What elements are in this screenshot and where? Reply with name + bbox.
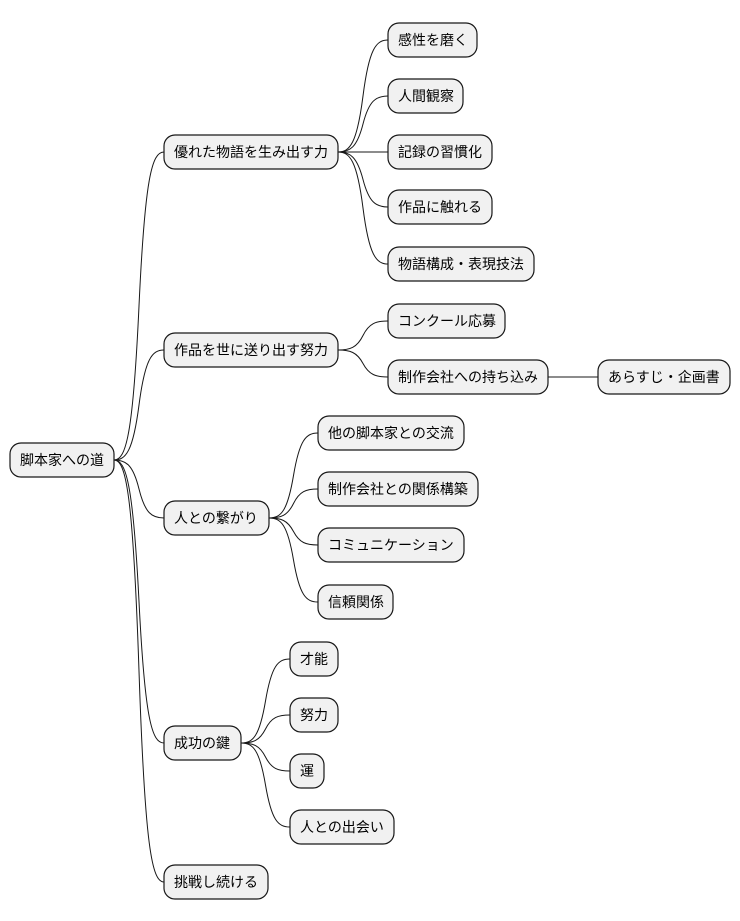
connector-leaf-luck bbox=[240, 742, 291, 772]
svg-text:物語構成・表現技法: 物語構成・表現技法 bbox=[398, 257, 524, 273]
node-leaf-communication: コミュニケーション bbox=[317, 527, 465, 563]
svg-text:人との繋がり: 人との繋がり bbox=[174, 511, 258, 527]
node-branch-publish-effort: 作品を世に送り出す努力 bbox=[163, 332, 339, 368]
node-leaf-pitch-to-studios: 制作会社への持ち込み bbox=[387, 359, 549, 395]
connector-leaf-studio-relations bbox=[268, 488, 319, 519]
svg-text:挑戦し続ける: 挑戦し続ける bbox=[174, 874, 258, 891]
connector-branch-connections bbox=[113, 459, 165, 519]
node-root: 脚本家への道 bbox=[9, 442, 115, 478]
svg-text:作品に触れる: 作品に触れる bbox=[398, 200, 482, 216]
node-leaf-human-observation: 人間観察 bbox=[387, 78, 464, 114]
svg-text:コミュニケーション: コミュニケーション bbox=[328, 538, 454, 554]
connector-leaf-talent bbox=[240, 658, 291, 744]
connector-branch-story-power bbox=[113, 151, 165, 461]
svg-text:感性を磨く: 感性を磨く bbox=[398, 32, 468, 49]
node-leaf-writer-exchange: 他の脚本家との交流 bbox=[317, 415, 465, 451]
connector-branch-keys-to-success bbox=[113, 459, 165, 744]
svg-text:脚本家への道: 脚本家への道 bbox=[20, 452, 104, 469]
connector-leaf-meeting-people bbox=[240, 742, 291, 828]
connector-branch-keep-challenging bbox=[113, 459, 165, 883]
svg-text:作品を世に送り出す努力: 作品を世に送り出す努力 bbox=[174, 343, 328, 359]
node-leaf-record-habit: 記録の習慣化 bbox=[387, 134, 493, 170]
connector-branch-publish-effort bbox=[113, 349, 165, 461]
node-branch-keys-to-success: 成功の鍵 bbox=[163, 725, 242, 761]
connector-leaf-story-structure bbox=[337, 151, 389, 265]
node-branch-story-power: 優れた物語を生み出す力 bbox=[163, 134, 339, 170]
connector-leaf-human-observation bbox=[337, 95, 389, 153]
node-leaf-synopsis-proposal: あらすじ・企画書 bbox=[597, 359, 731, 395]
connector-leaf-writer-exchange bbox=[268, 432, 319, 519]
svg-text:記録の習慣化: 記録の習慣化 bbox=[398, 144, 482, 161]
connector-leaf-pitch-to-studios bbox=[337, 349, 389, 378]
connector-leaf-communication bbox=[268, 517, 319, 546]
node-leaf-meeting-people: 人との出会い bbox=[289, 809, 395, 845]
svg-text:才能: 才能 bbox=[300, 652, 328, 668]
svg-text:成功の鍵: 成功の鍵 bbox=[174, 736, 230, 752]
svg-text:人間観察: 人間観察 bbox=[398, 88, 454, 105]
node-leaf-story-structure: 物語構成・表現技法 bbox=[387, 246, 535, 282]
svg-text:運: 運 bbox=[300, 764, 314, 780]
svg-text:他の脚本家との交流: 他の脚本家との交流 bbox=[328, 425, 454, 442]
node-leaf-contest-entry: コンクール応募 bbox=[387, 303, 506, 339]
svg-text:コンクール応募: コンクール応募 bbox=[398, 314, 496, 330]
connector-leaf-contest-entry bbox=[337, 320, 389, 351]
node-leaf-trust: 信頼関係 bbox=[317, 584, 394, 620]
node-leaf-experience-works: 作品に触れる bbox=[387, 189, 493, 225]
svg-text:優れた物語を生み出す力: 優れた物語を生み出す力 bbox=[174, 145, 328, 161]
connector-leaf-experience-works bbox=[337, 151, 389, 208]
svg-text:信頼関係: 信頼関係 bbox=[328, 595, 384, 611]
node-leaf-luck: 運 bbox=[289, 753, 325, 789]
connector-leaf-effort bbox=[240, 714, 291, 744]
svg-text:あらすじ・企画書: あらすじ・企画書 bbox=[608, 369, 720, 386]
mindmap-edges bbox=[113, 39, 598, 883]
svg-text:努力: 努力 bbox=[300, 708, 328, 724]
svg-text:制作会社との関係構築: 制作会社との関係構築 bbox=[328, 482, 468, 498]
svg-text:制作会社への持ち込み: 制作会社への持ち込み bbox=[398, 370, 538, 386]
node-branch-keep-challenging: 挑戦し続ける bbox=[163, 864, 269, 900]
node-leaf-studio-relations: 制作会社との関係構築 bbox=[317, 471, 479, 507]
connector-leaf-trust bbox=[268, 517, 319, 603]
mindmap-nodes: 脚本家への道 優れた物語を生み出す力 作品を世に送り出す努力 人との繋がり 成功… bbox=[9, 22, 731, 900]
node-leaf-talent: 才能 bbox=[289, 641, 339, 677]
svg-text:人との出会い: 人との出会い bbox=[300, 820, 384, 836]
node-leaf-effort: 努力 bbox=[289, 697, 339, 733]
node-leaf-refine-sensibility: 感性を磨く bbox=[387, 22, 478, 58]
connector-leaf-refine-sensibility bbox=[337, 39, 389, 153]
node-branch-connections: 人との繋がり bbox=[163, 500, 270, 536]
